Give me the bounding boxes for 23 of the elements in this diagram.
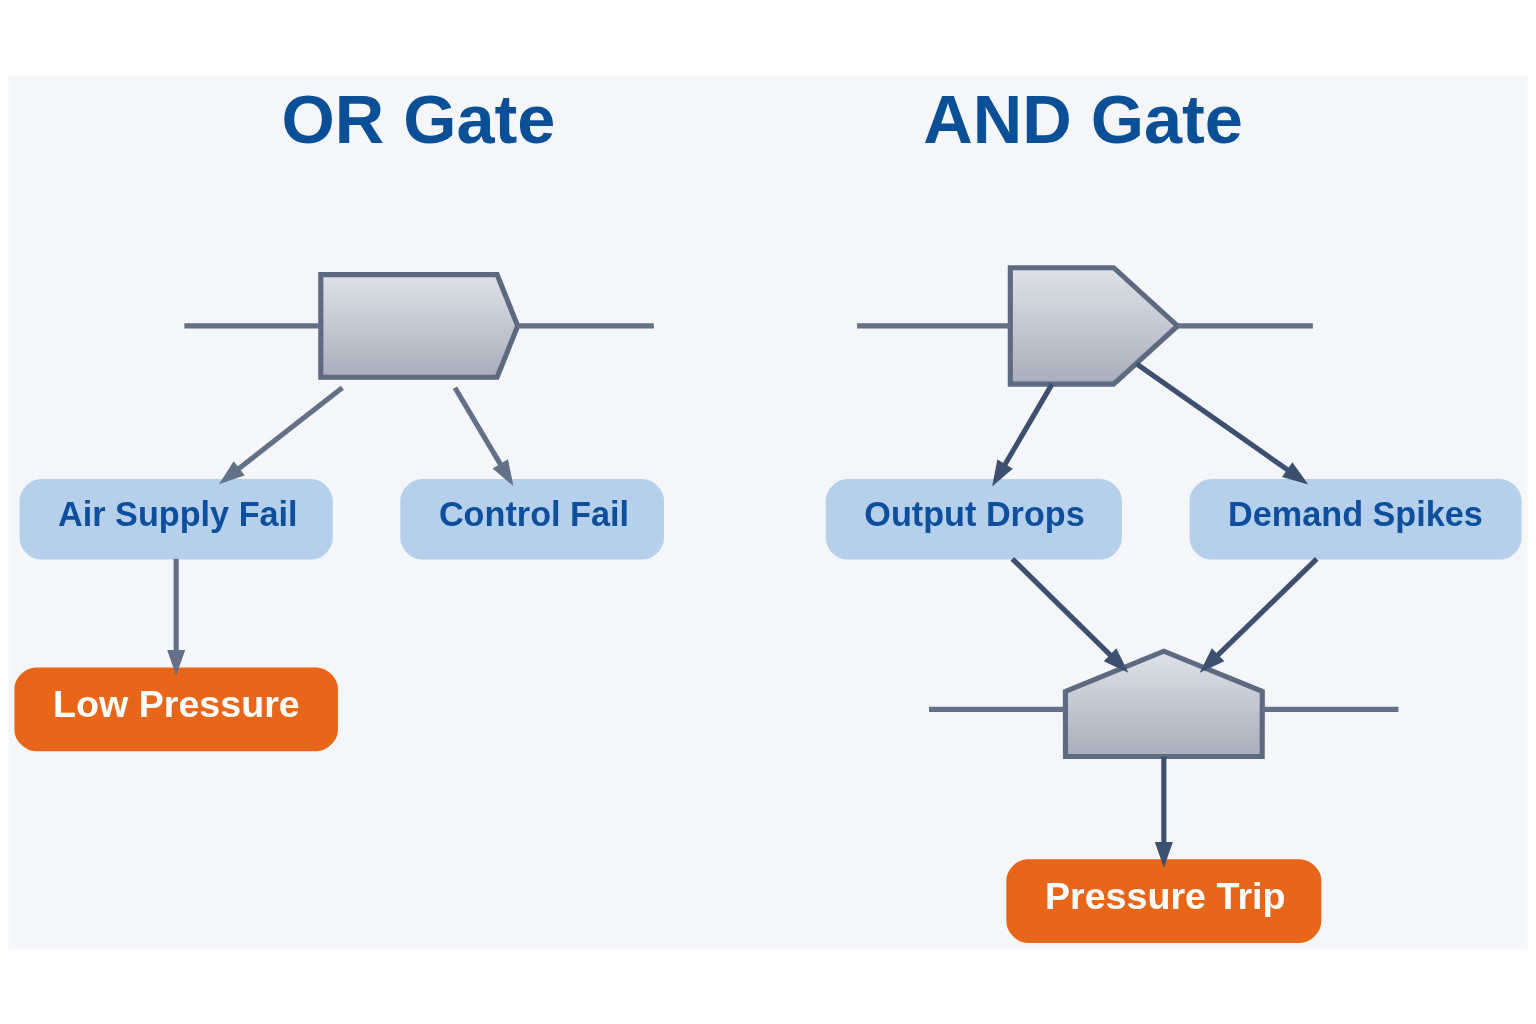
arrow [992,382,1055,486]
label: OR Gate [281,80,556,158]
arrow [1010,556,1129,673]
connector [184,322,321,328]
node-box: Low Pressure [14,666,338,751]
node-box: Demand Spikes [1189,478,1522,560]
node-box: Output Drops [825,478,1122,560]
arrow [452,385,514,486]
arrow [167,558,186,676]
node-box: Pressure Trip [1006,858,1322,943]
arrow [218,385,344,484]
node-gate [318,271,521,380]
node-box: Air Supply Fail [19,478,333,560]
label: AND Gate [923,80,1243,158]
arrow [1199,556,1319,673]
connector [1177,322,1313,328]
arrow [1135,361,1309,484]
arrow [1154,756,1173,868]
connector [929,706,1066,712]
node-box: Control Fail [400,478,664,560]
connector [517,322,654,328]
connector [857,322,1011,328]
connector [1262,706,1399,712]
